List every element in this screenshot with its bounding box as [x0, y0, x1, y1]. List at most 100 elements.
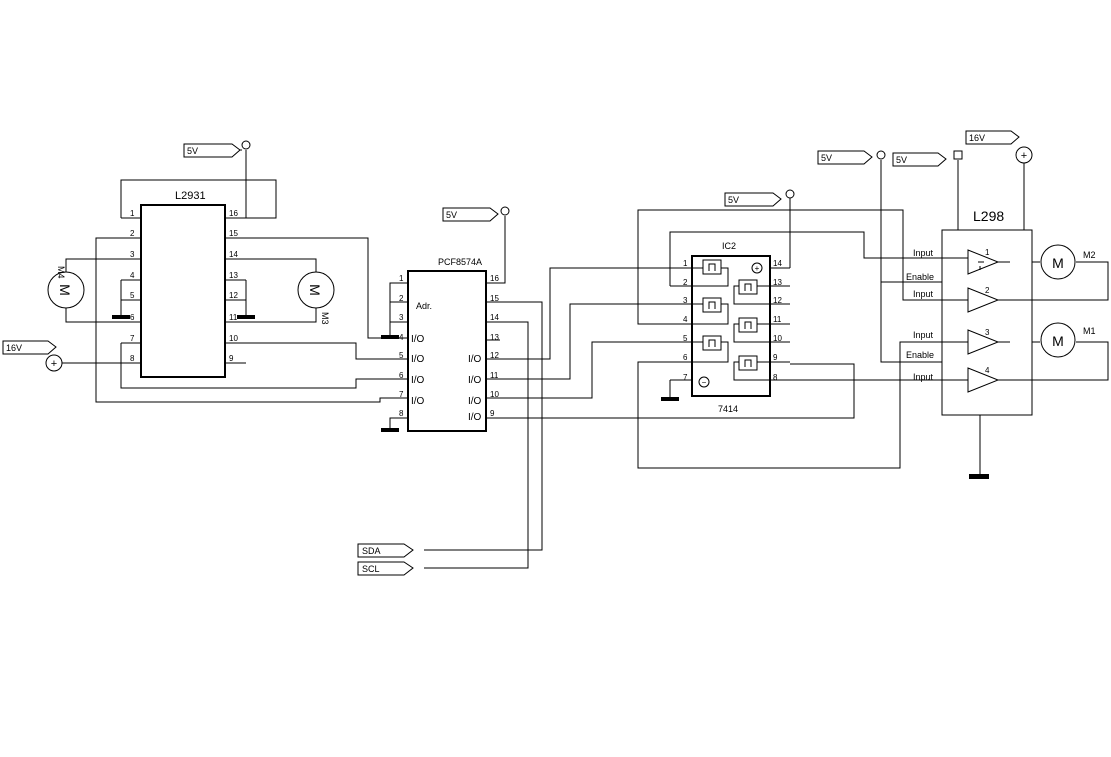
ic2-pin-5: 5	[683, 334, 688, 343]
l2931-pin-8: 8	[130, 354, 135, 363]
pcf-io-label: I/O	[411, 396, 425, 407]
l298-gate-4: 4	[985, 366, 990, 375]
l2931-pin-1: 1	[130, 209, 135, 218]
pcf-pin-16: 16	[490, 274, 499, 283]
l298-row-input-1: Input	[913, 248, 934, 258]
schmitt-inverter	[738, 317, 758, 333]
l2931-pin-4: 4	[130, 271, 135, 280]
minus-symbol: −	[702, 378, 707, 387]
l298-gate-1: 1	[985, 248, 990, 257]
motor-m2-label: M2	[1083, 250, 1096, 260]
pcf8574a-label: PCF8574A	[438, 257, 482, 267]
l2931-pin-16: 16	[229, 209, 238, 218]
ground-symbol	[112, 315, 130, 319]
ic2-pin-14: 14	[773, 259, 782, 268]
pcf-pin-10: 10	[490, 390, 499, 399]
supply-flag-16v-left: 16V +	[2, 340, 63, 372]
ic2-pin-2: 2	[683, 278, 688, 287]
pcf-io-label: I/O	[411, 334, 425, 345]
schmitt-inverter	[702, 259, 722, 275]
supply-flag-5v-enable: 5V	[817, 150, 886, 165]
motor-m3-symbol: M	[307, 284, 323, 296]
ground-symbol	[969, 474, 989, 479]
pcf-pin-6: 6	[399, 371, 404, 380]
pcf-pin-12: 12	[490, 351, 499, 360]
ic2-pin-11: 11	[773, 315, 782, 324]
ic2-pin-7: 7	[683, 373, 688, 382]
bus-flag-sda: SDA	[357, 543, 414, 558]
plus-terminal	[1015, 146, 1033, 164]
pcf-pin-1: 1	[399, 274, 404, 283]
l298-label: L298	[973, 208, 1004, 224]
pcf-pin-2: 2	[399, 294, 404, 303]
supply-terminal	[241, 140, 251, 150]
ic2-label: IC2	[722, 241, 736, 251]
pcf-pin-7: 7	[399, 390, 404, 399]
supply-flag-5v-pcf: 5V	[442, 206, 510, 222]
l2931-pin-5: 5	[130, 291, 135, 300]
schmitt-inverter	[738, 355, 758, 371]
supply-flag-16v-l298: 16V +	[965, 130, 1033, 164]
supply-terminal	[500, 206, 510, 216]
ic2-pin-10: 10	[773, 334, 782, 343]
pcf-io-label: I/O	[411, 375, 425, 386]
ground-symbol	[381, 428, 399, 432]
l2931-pin-6: 6	[130, 313, 135, 322]
pcf-pin-5: 5	[399, 351, 404, 360]
schmitt-inverter	[702, 335, 722, 351]
plus-symbol: +	[51, 358, 57, 370]
l2931-label: L2931	[175, 190, 206, 202]
supply-flag-5v-logic: 5V	[892, 150, 963, 167]
ic2-body	[691, 255, 771, 397]
motor-m2: M M2	[1040, 244, 1096, 280]
ic2-pin-4: 4	[683, 315, 688, 324]
supply-label-5v: 5V	[187, 146, 198, 156]
l298-chip: L298 Input Enable Input Input Enable Inp…	[906, 208, 1033, 416]
bus-flag-scl: SCL	[357, 561, 414, 576]
pcf-pin-8: 8	[399, 409, 404, 418]
supply-terminal	[785, 189, 795, 199]
supply-terminal	[953, 150, 963, 160]
ic2-7414-chip: IC2 7414 1 2 3 4 5 6 7 14 13 12 11 10 9 …	[683, 241, 782, 414]
pcf-io-label: I/O	[411, 354, 425, 365]
supply-label-16v: 16V	[6, 343, 22, 353]
pcf8574a-body	[407, 270, 487, 432]
l2931-wiring	[62, 150, 400, 403]
supply-flag-5v-l2931: 5V	[183, 140, 251, 158]
l2931-pin-14: 14	[229, 250, 238, 259]
motor-m3: M M3	[297, 271, 335, 325]
plus-terminal	[45, 354, 63, 372]
bus-label-scl: SCL	[362, 564, 380, 574]
pcf-pin-14: 14	[490, 313, 499, 322]
l2931-pin-12: 12	[229, 291, 238, 300]
l298-wiring	[880, 160, 1109, 474]
bus-label-sda: SDA	[362, 546, 381, 556]
motor-m4: M M4	[47, 266, 85, 309]
supply-label-5v: 5V	[728, 195, 739, 205]
ground-symbol	[237, 315, 255, 319]
ic2-pin-3: 3	[683, 296, 688, 305]
l2931-pin-9: 9	[229, 354, 234, 363]
l2931-pin-11: 11	[229, 313, 238, 322]
motor-m1-label: M1	[1083, 326, 1096, 336]
pcf-pin-13: 13	[490, 333, 499, 342]
pcf-wiring	[389, 216, 855, 569]
l298-gate-2: 2	[985, 286, 990, 295]
ic2-pin-1: 1	[683, 259, 688, 268]
l298-row-input-2: Input	[913, 289, 934, 299]
ic2-part-label: 7414	[718, 404, 738, 414]
supply-label-5v: 5V	[896, 155, 907, 165]
l298-row-enable-a: Enable	[906, 272, 934, 282]
motor-m1-symbol: M	[1052, 333, 1064, 349]
l2931-pin-7: 7	[130, 334, 135, 343]
ic2-pin-13: 13	[773, 278, 782, 287]
l2931-pin-2: 2	[130, 229, 135, 238]
motor-m1: M M1	[1040, 322, 1096, 358]
l298-row-enable-b: Enable	[906, 350, 934, 360]
l2931-pin-3: 3	[130, 250, 135, 259]
l2931-pin-10: 10	[229, 334, 238, 343]
l2931-pin-15: 15	[229, 229, 238, 238]
supply-label-5v: 5V	[821, 153, 832, 163]
ground-symbol	[661, 397, 679, 401]
l298-gate-3: 3	[985, 328, 990, 337]
